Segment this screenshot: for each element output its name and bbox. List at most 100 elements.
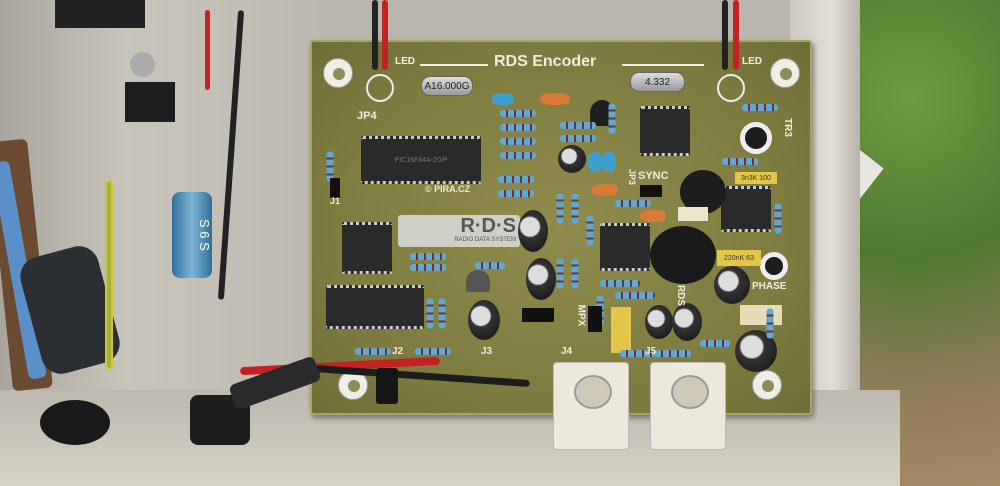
transistor bbox=[466, 270, 490, 292]
led-footprint bbox=[366, 74, 394, 102]
coil bbox=[680, 170, 726, 214]
jp3-label: JP3 bbox=[627, 168, 638, 186]
resistor bbox=[426, 298, 434, 329]
electrolytic-cap bbox=[518, 210, 548, 252]
crystal-4332: 4.332 bbox=[630, 72, 685, 92]
ne5532-chip bbox=[721, 186, 771, 232]
trimmer-tr3 bbox=[740, 122, 772, 154]
jp4-label: JP4 bbox=[357, 110, 377, 122]
electrolytic-cap bbox=[645, 305, 673, 339]
resistor bbox=[571, 258, 579, 289]
j5-label: J5 bbox=[645, 346, 657, 357]
resistor bbox=[556, 193, 564, 224]
electrolytic-cap bbox=[714, 266, 750, 304]
film-capacitor: 220nK 63 bbox=[717, 250, 761, 266]
resistor bbox=[500, 124, 536, 131]
rds-logo: R·D·S RADIO DATA SYSTEM bbox=[398, 215, 520, 247]
j4-label: J4 bbox=[561, 346, 573, 357]
resistor bbox=[742, 104, 778, 111]
resistor bbox=[600, 280, 640, 287]
ceramic-cap bbox=[602, 152, 616, 172]
j2-label: J2 bbox=[392, 346, 404, 357]
resistor bbox=[774, 203, 782, 234]
resistor bbox=[722, 158, 758, 165]
ceramic-cap bbox=[588, 152, 602, 172]
ceramic-cap bbox=[540, 93, 570, 105]
jumper-jp3[interactable] bbox=[640, 185, 662, 197]
ceramic-cap bbox=[492, 93, 514, 105]
resistor bbox=[700, 340, 730, 347]
phase-label: PHASE bbox=[752, 281, 787, 292]
resistor bbox=[615, 292, 655, 299]
mpx-label: MPX bbox=[575, 304, 587, 327]
ceramic-cap bbox=[592, 184, 618, 196]
resistor bbox=[475, 262, 505, 269]
jumper-mpx[interactable] bbox=[588, 306, 602, 332]
sync-label: SYNC bbox=[638, 170, 669, 182]
box-capacitor bbox=[740, 305, 782, 325]
eeprom-chip bbox=[640, 106, 690, 156]
resistor bbox=[500, 152, 536, 159]
resistor bbox=[438, 298, 446, 329]
electrolytic-cap bbox=[468, 300, 500, 340]
crystal-16mhz: A16.000G bbox=[421, 76, 473, 96]
box-capacitor bbox=[678, 207, 708, 221]
mount-hole bbox=[752, 370, 782, 400]
led-wire-red bbox=[382, 0, 388, 70]
jumper[interactable] bbox=[522, 308, 554, 322]
jumper-j1[interactable] bbox=[330, 178, 340, 198]
cable-tie bbox=[376, 368, 398, 404]
resistor bbox=[500, 138, 536, 145]
resistor bbox=[498, 176, 534, 183]
film-capacitor bbox=[611, 307, 631, 353]
rds-label: RDS bbox=[675, 284, 687, 307]
led-wire-black bbox=[372, 0, 378, 70]
resistor bbox=[556, 258, 564, 289]
resistor bbox=[410, 264, 446, 271]
mount-hole bbox=[323, 58, 353, 88]
resistor bbox=[326, 151, 334, 182]
led-footprint bbox=[717, 74, 745, 102]
title-rule bbox=[622, 64, 704, 66]
rca-jack-j4[interactable] bbox=[553, 362, 629, 450]
j1-label: J1 bbox=[330, 196, 341, 206]
resistor bbox=[415, 348, 451, 355]
resistor bbox=[766, 308, 774, 339]
resistor bbox=[571, 193, 579, 224]
led-wire-red bbox=[733, 0, 739, 70]
mcu-chip: PIC16F84A-20/P bbox=[361, 136, 481, 184]
resistor bbox=[500, 110, 536, 117]
earth-wire bbox=[105, 180, 113, 370]
ceramic-cap bbox=[640, 210, 666, 222]
j3-label: J3 bbox=[481, 346, 493, 357]
led-label-right: LED bbox=[742, 56, 762, 67]
resistor bbox=[655, 350, 691, 357]
electrolytic-cap bbox=[526, 258, 556, 300]
screw bbox=[130, 52, 155, 77]
copyright-label: © PIRA.CZ bbox=[425, 184, 471, 194]
resistor bbox=[615, 200, 651, 207]
led-wire-black bbox=[722, 0, 728, 70]
resistor bbox=[608, 103, 616, 134]
logo-sub: RADIO DATA SYSTEM bbox=[454, 237, 516, 243]
regulator bbox=[125, 82, 175, 122]
trimmer-phase bbox=[760, 252, 788, 280]
ic-8pin bbox=[600, 223, 650, 271]
resistor bbox=[586, 215, 594, 246]
title-rule bbox=[420, 64, 488, 66]
resistor bbox=[355, 348, 391, 355]
rca-jack-j5[interactable] bbox=[650, 362, 726, 450]
resistor bbox=[498, 190, 534, 197]
electrolytic-cap bbox=[672, 303, 702, 341]
power-component bbox=[55, 0, 145, 28]
board-title: RDS Encoder bbox=[494, 53, 597, 70]
resistor bbox=[560, 122, 596, 129]
resistor bbox=[410, 253, 446, 260]
led-label-left: LED bbox=[395, 56, 415, 67]
electrolytic-cap bbox=[558, 145, 586, 173]
red-wire bbox=[205, 10, 210, 90]
mount-hole bbox=[770, 58, 800, 88]
resistor bbox=[620, 350, 656, 357]
electrolytic-capacitor: S 6 S bbox=[172, 192, 212, 278]
